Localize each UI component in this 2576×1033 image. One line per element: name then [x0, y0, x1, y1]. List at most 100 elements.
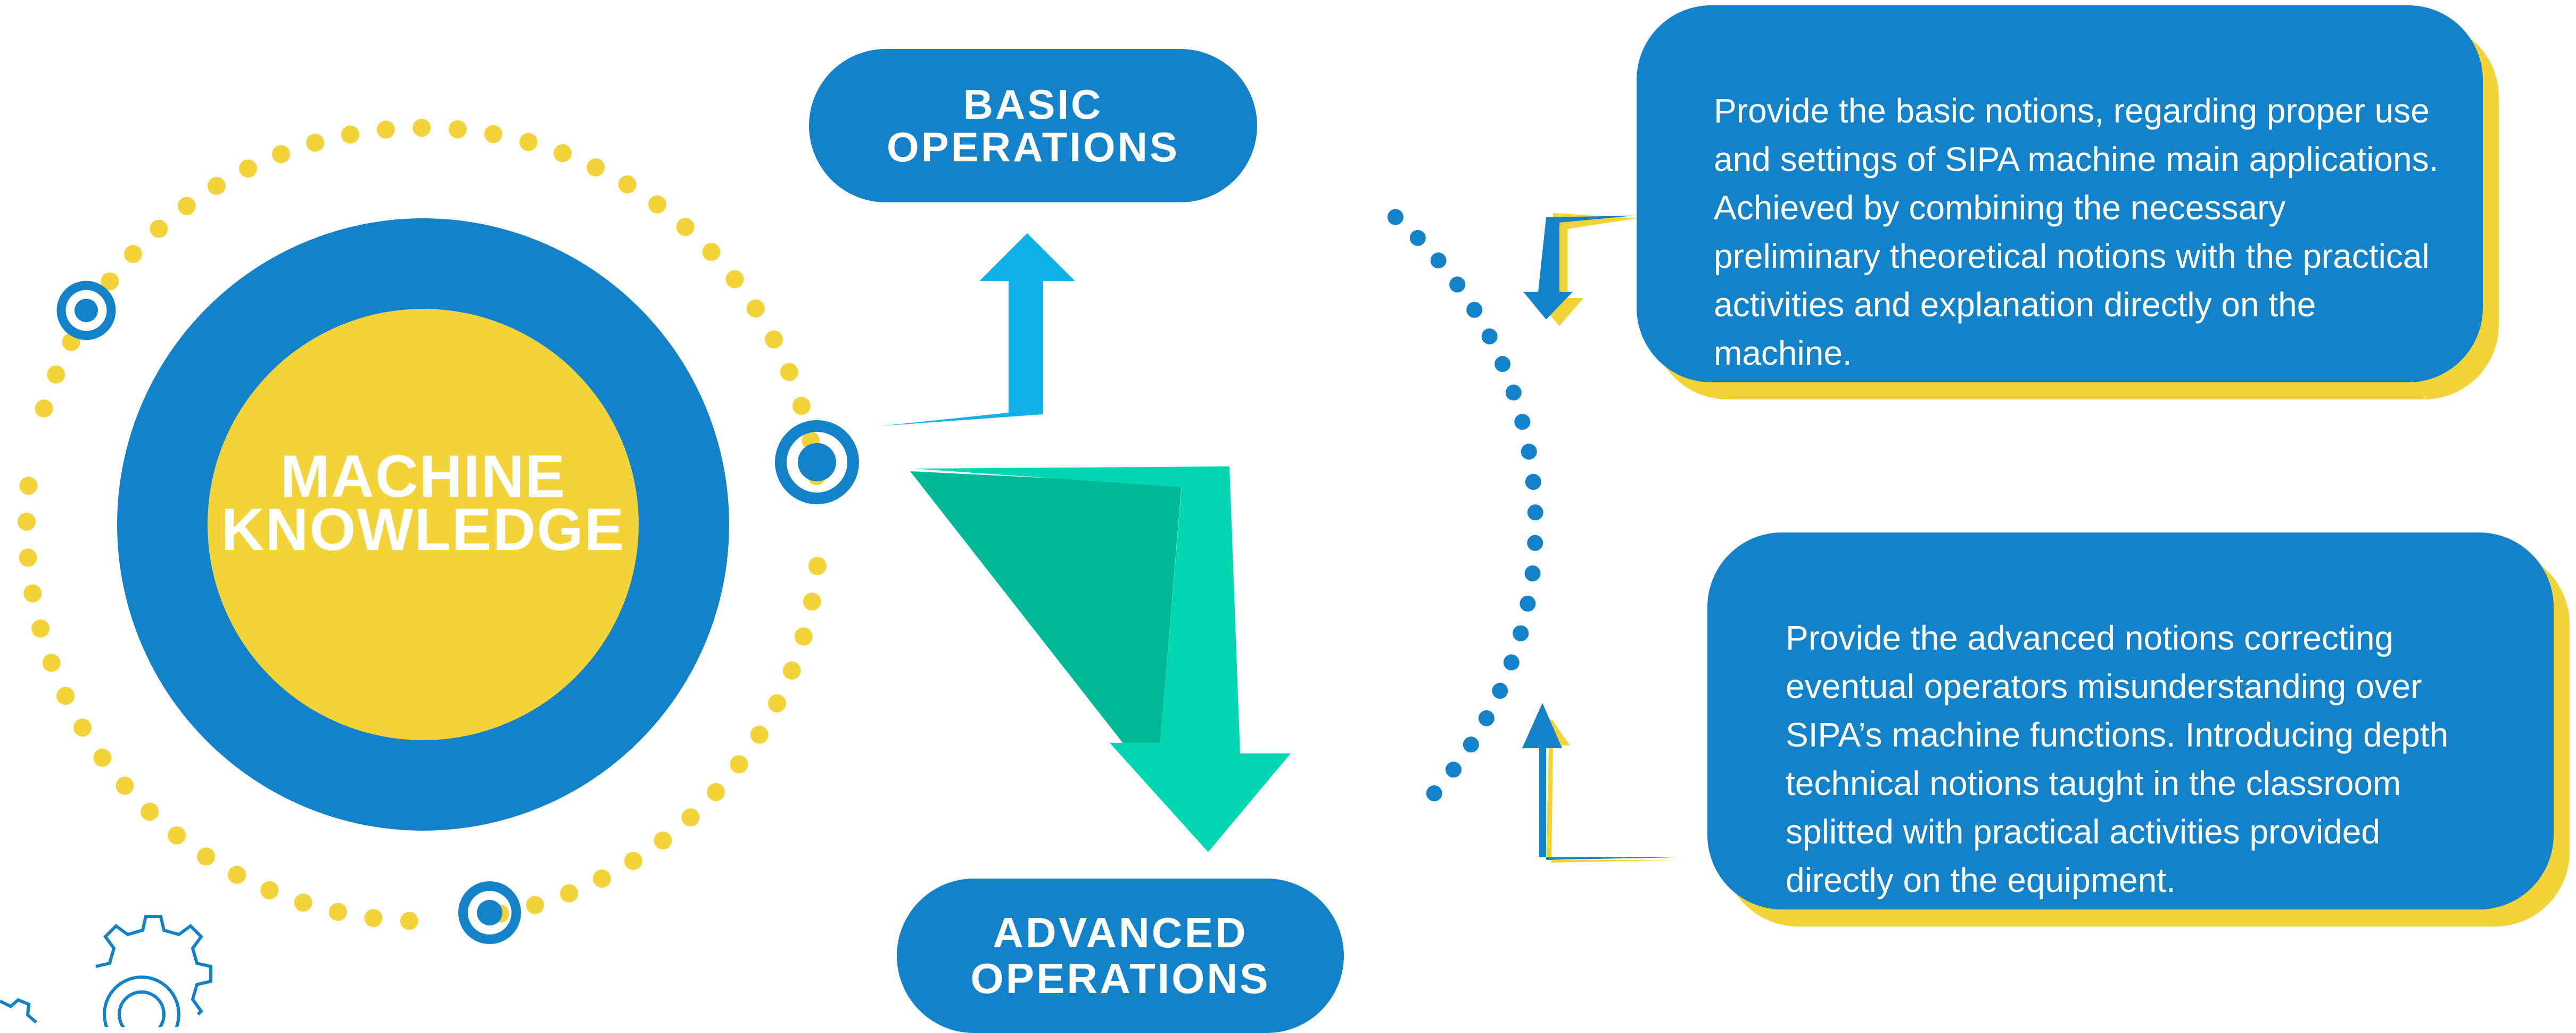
orbit-dot [782, 661, 801, 680]
basic-operations-line-1: BASIC [963, 81, 1103, 128]
basic-operations-line-2: OPERATIONS [887, 124, 1179, 170]
orbit-dot [1446, 761, 1462, 778]
ring-icon [56, 281, 116, 340]
orbit-dot [400, 912, 418, 930]
orbit-dot [1495, 356, 1511, 372]
orbit-dot [364, 909, 383, 928]
orbit-dot [1430, 252, 1447, 269]
center-title-line-1: MACHINE [280, 443, 566, 510]
orbit-dot [93, 748, 112, 767]
center-title-line-2: KNOWLEDGE [221, 496, 625, 563]
orbit-dot [19, 548, 37, 567]
advanced-operations-line-1: ADVANCED [993, 909, 1248, 956]
orbit-dot [1514, 414, 1531, 430]
orbit-dot [808, 556, 827, 575]
orbit-dot [1481, 328, 1498, 345]
orbit-dot [1449, 276, 1466, 293]
basic-description-text: Provide the basic notions, regarding pro… [1714, 92, 2439, 372]
orbit-dot [676, 218, 695, 236]
orbit-dot [341, 125, 359, 144]
orbit-dot [1426, 785, 1442, 801]
orbit-dot [794, 627, 813, 646]
center-title: MACHINE KNOWLEDGE [210, 443, 636, 563]
orbit-dot [1527, 535, 1543, 551]
orbit-dot [101, 272, 119, 291]
orbit-dot [746, 299, 765, 318]
orbit-dot [1387, 209, 1403, 225]
orbit-dot [168, 826, 186, 845]
advanced-operations-label: ADVANCED OPERATIONS [897, 879, 1344, 1033]
orbit-dot [519, 133, 538, 151]
orbit-dot [1466, 301, 1483, 318]
blue-dotted-arc [1387, 209, 1543, 801]
orbit-dot [141, 802, 159, 821]
orbit-dot [124, 244, 143, 263]
inner-yellow-circle [208, 309, 639, 740]
advanced-operations-line-2: OPERATIONS [970, 955, 1270, 1002]
orbit-dot [35, 399, 53, 418]
orbit-dot [73, 718, 92, 737]
orbit-dot [177, 196, 196, 215]
orbit-dot [115, 776, 134, 795]
orbit-dot [681, 808, 700, 827]
orbit-dot [1492, 683, 1508, 699]
orbit-dot [1503, 654, 1520, 671]
orbit-dot [19, 477, 38, 495]
orbit-dot [1520, 595, 1536, 612]
orbit-dot [792, 397, 811, 415]
orbit-dot [587, 158, 605, 177]
orbit-dot [376, 120, 395, 139]
orbit-dot [1524, 565, 1541, 581]
orbit-dot [207, 177, 226, 195]
orbit-dot [239, 159, 258, 178]
orbit-dot [554, 144, 572, 162]
orbit-dot [730, 755, 748, 774]
orbit-dot [228, 865, 246, 884]
orbit-dot [702, 243, 721, 261]
yellow-dotted-orbit [18, 119, 827, 930]
orbit-dot [484, 125, 502, 143]
orbit-dot [768, 694, 786, 712]
connector-arrow-icon [1523, 216, 1634, 319]
ring-icon [775, 420, 859, 504]
orbit-dot [197, 847, 216, 866]
orbit-dot [707, 783, 725, 801]
orbit-dot [1525, 474, 1541, 490]
orbit-dot [306, 134, 325, 152]
orbit-dot [1505, 384, 1522, 401]
arrow-down-icon [913, 466, 1291, 852]
advanced-description-box: Provide the advanced notions correcting … [1707, 532, 2554, 909]
orbit-dot [526, 896, 544, 914]
orbit-dot [765, 330, 783, 349]
connector-arrow-icon [1522, 703, 1677, 860]
ring-icon [458, 881, 521, 944]
orbit-dot [412, 119, 431, 137]
orbit-dot [294, 893, 312, 912]
orbit-dot [42, 653, 61, 672]
orbit-dot [47, 365, 65, 384]
orbit-dot [560, 884, 579, 903]
orbit-dot [18, 512, 36, 531]
orbit-dot [1478, 710, 1495, 726]
orbit-dot [1521, 444, 1537, 460]
orbit-dot [1527, 504, 1543, 521]
orbit-dot [618, 175, 637, 194]
orbit-dot [448, 120, 467, 138]
orbit-dot [750, 725, 769, 744]
orbit-dot [592, 870, 611, 888]
orbit-dot [329, 903, 347, 921]
orbit-dot [1409, 229, 1426, 246]
advanced-description-text: Provide the advanced notions correcting … [1786, 619, 2449, 899]
orbit-dot [803, 592, 821, 611]
orbit-dot [23, 584, 42, 603]
orbit-dot [56, 686, 75, 705]
basic-description-box: Provide the basic notions, regarding pro… [1637, 5, 2483, 382]
orbit-dot [780, 363, 798, 381]
orbit-dot [272, 145, 290, 163]
orbit-dot [1513, 625, 1529, 642]
arrow-up-icon [881, 233, 1075, 426]
orbit-dot [654, 831, 672, 850]
gear-icon [0, 915, 212, 1027]
